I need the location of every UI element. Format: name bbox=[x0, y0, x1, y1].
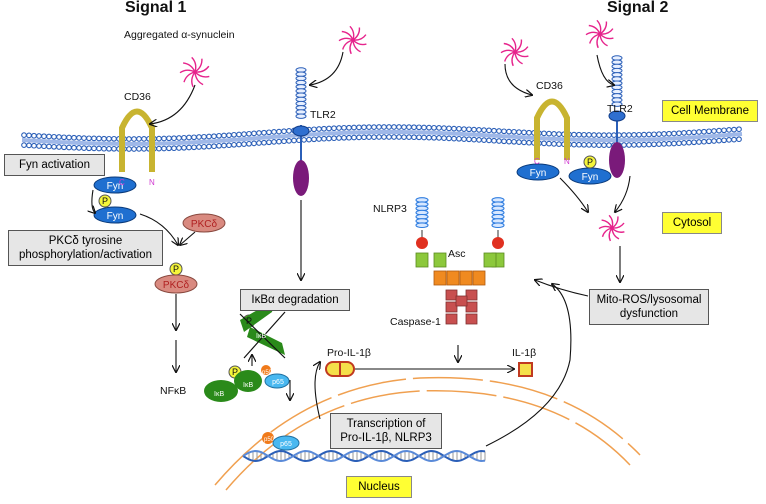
ikb-label: IκB bbox=[256, 333, 266, 340]
caspase-1-label: Caspase-1 bbox=[390, 316, 441, 328]
phospho-label: P bbox=[102, 196, 108, 206]
ikb-label: IκB bbox=[214, 391, 224, 398]
phospho-label: P bbox=[587, 157, 593, 167]
mito-ros-line-2: dysfunction bbox=[619, 308, 679, 320]
nfkb-label: NFκB bbox=[160, 385, 187, 397]
pkcd-phosphorylation-box: PKCδ tyrosine phosphorylation/activation bbox=[8, 230, 163, 266]
ikb-label: IκB bbox=[243, 382, 253, 389]
phospho-label: P bbox=[246, 316, 252, 326]
dna-helix bbox=[242, 449, 486, 463]
il1b-label: IL-1β bbox=[512, 347, 537, 359]
cd36-c-terminus: C bbox=[534, 157, 540, 166]
cd36-c-terminus: C bbox=[119, 178, 125, 187]
diagram-labels: Fyn Fyn Fyn Fyn P P P P P PKCδ PKCδ C N … bbox=[102, 157, 598, 448]
tlr2-receptor-left bbox=[292, 67, 310, 196]
cytosol-label: Cytosol bbox=[662, 212, 722, 234]
cell-membrane-label: Cell Membrane bbox=[662, 100, 758, 122]
pkcd-label: PKCδ bbox=[191, 219, 218, 230]
tlr2-receptor-right bbox=[608, 55, 626, 178]
caspase-1-complex bbox=[445, 289, 478, 325]
nucleus-label: Nucleus bbox=[346, 476, 412, 498]
transcription-box: Transcription of Pro-IL-1β, NLRP3 bbox=[330, 413, 442, 449]
alpha-synuclein-aggregate bbox=[179, 19, 625, 242]
cd36-n-terminus: N bbox=[149, 178, 155, 187]
p65-label: p65 bbox=[280, 441, 292, 448]
p50-label: p50 bbox=[264, 437, 275, 443]
phospho-label: P bbox=[232, 367, 238, 377]
fyn-label: Fyn bbox=[582, 172, 599, 183]
signal-2-header: Signal 2 bbox=[607, 0, 669, 16]
asc-label: Asc bbox=[448, 248, 466, 260]
tlr2-label-left: TLR2 bbox=[310, 109, 336, 121]
phosphate-circle bbox=[98, 155, 597, 379]
pkcd-box-line-2: phosphorylation/activation bbox=[19, 249, 152, 261]
signal-1-header: Signal 1 bbox=[125, 0, 187, 16]
aggregated-synuclein-label: Aggregated α-synuclein bbox=[124, 29, 235, 41]
fyn-label: Fyn bbox=[530, 168, 547, 179]
pathway-arrows bbox=[92, 51, 631, 447]
cd36-receptor-left bbox=[119, 108, 155, 172]
phospho-label: P bbox=[173, 264, 179, 274]
tlr2-label-right: TLR2 bbox=[607, 103, 633, 115]
transcription-line-2: Pro-IL-1β, NLRP3 bbox=[340, 432, 432, 444]
fyn-label: Fyn bbox=[107, 181, 124, 192]
pro-il1b-label: Pro-IL-1β bbox=[327, 347, 371, 359]
p65-label: p65 bbox=[272, 379, 284, 386]
nlrp3-inflammasome bbox=[415, 197, 505, 286]
transcription-line-1: Transcription of bbox=[346, 418, 426, 430]
fyn-label: Fyn bbox=[107, 211, 124, 222]
cd36-label-right: CD36 bbox=[536, 80, 563, 92]
fyn-protein bbox=[93, 163, 612, 224]
ikba-degradation-text: IκBα degradation bbox=[251, 294, 339, 306]
cd36-n-terminus: N bbox=[564, 157, 570, 166]
fyn-activation-text: Fyn activation bbox=[19, 159, 90, 171]
nuclear-envelope bbox=[214, 376, 641, 491]
cd36-label-left: CD36 bbox=[124, 91, 151, 103]
il1b-protein bbox=[518, 362, 533, 377]
pkcd-box-line-1: PKCδ tyrosine bbox=[48, 235, 123, 247]
mito-ros-box: Mito-ROS/lysosomal dysfunction bbox=[589, 289, 709, 325]
fyn-activation-box: Fyn activation bbox=[4, 154, 105, 176]
cd36-receptor-right bbox=[534, 98, 570, 160]
pro-il1b-protein bbox=[325, 361, 355, 377]
ikba-degradation-box: IκBα degradation bbox=[240, 289, 350, 311]
pkc-delta-protein bbox=[154, 213, 226, 294]
nlrp3-label: NLRP3 bbox=[373, 203, 407, 215]
p50-label: p50 bbox=[262, 370, 273, 376]
mito-ros-line-1: Mito-ROS/lysosomal bbox=[596, 294, 702, 306]
pkcd-label: PKCδ bbox=[163, 280, 190, 291]
cell-membrane-bilayer bbox=[21, 124, 743, 152]
